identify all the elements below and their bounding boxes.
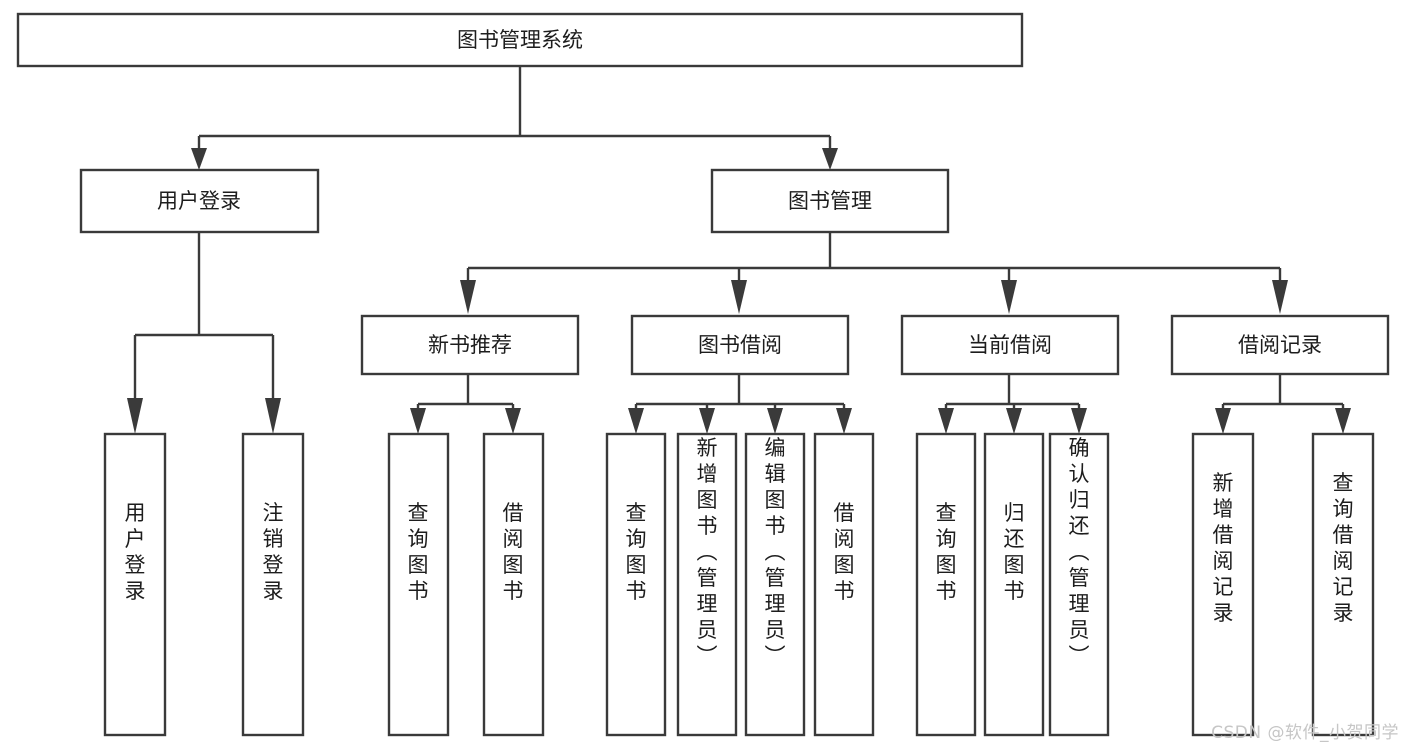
leaf-new-book-1[interactable]: 查询图书 [387,432,450,737]
leaf-book-borrow-1-box[interactable] [605,432,667,737]
arrow-head-nbr-leaf-1 [410,408,426,434]
leaf-book-borrow-3-label: 编辑图书︵管理员︶ [765,436,786,668]
leaf-user-login-2-label: 注销登录 [263,501,284,603]
arrow-head-bb-leaf-4 [836,408,852,434]
node-borrow-record-label: 借阅记录 [1238,333,1322,357]
leaf-new-book-2-box[interactable] [482,432,545,737]
arrow-head-user-login [191,148,207,170]
leaf-current-borrow-1[interactable]: 查询图书 [915,432,977,737]
arrow-head-bb-leaf-3 [767,408,783,434]
leaf-book-borrow-3[interactable]: 编辑图书︵管理员︶ [744,432,806,737]
arrow-head-nbr-leaf-2 [505,408,521,434]
node-book-management-box[interactable] [710,168,950,234]
node-book-management-label: 图书管理 [788,189,872,213]
leaf-current-borrow-2-label: 归还图书 [1004,501,1025,603]
node-root-box[interactable] [16,12,1024,68]
leaf-current-borrow-2[interactable]: 归还图书 [983,432,1045,737]
leaf-current-borrow-3[interactable]: 确认归还︵管理员︶ [1048,432,1110,737]
leaf-current-borrow-1-box[interactable] [915,432,977,737]
leaf-book-borrow-1-label: 查询图书 [626,501,647,603]
node-user-login[interactable]: 用户登录 [79,168,320,234]
node-user-login-box[interactable] [79,168,320,234]
arrow-head-ul-leaf-2 [265,398,281,434]
leaf-new-book-1-box[interactable] [387,432,450,737]
arrow-head-current-borrow [1001,280,1017,314]
leaf-book-borrow-4-label: 借阅图书 [834,501,855,603]
node-borrow-record[interactable]: 借阅记录 [1170,314,1390,376]
node-current-borrow[interactable]: 当前借阅 [900,314,1120,376]
arrow-head-book-mgmt [822,148,838,170]
leaf-current-borrow-3-box[interactable] [1048,432,1110,737]
leaf-user-login-2-box[interactable] [241,432,305,737]
leaf-user-login-1-label: 用户登录 [125,501,146,603]
node-book-management[interactable]: 图书管理 [710,168,950,234]
leaf-new-book-1-label: 查询图书 [408,501,429,603]
leaf-current-borrow-3-label: 确认归还︵管理员︶ [1069,436,1090,668]
leaf-book-borrow-4[interactable]: 借阅图书 [813,432,875,737]
arrow-head-borrow-record [1272,280,1288,314]
arrow-head-bb-leaf-1 [628,408,644,434]
node-new-book-recommend-box[interactable] [360,314,580,376]
leaf-current-borrow-1-label: 查询图书 [936,501,957,603]
leaf-user-login-2[interactable]: 注销登录 [241,432,305,737]
arrow-head-cb-leaf-3 [1071,408,1087,434]
arrow-head-bb-leaf-2 [699,408,715,434]
leaf-borrow-record-1[interactable]: 新增借阅记录 [1191,432,1255,737]
node-new-book-recommend-label: 新书推荐 [428,333,512,357]
node-user-login-label: 用户登录 [157,189,241,213]
leaf-new-book-2-label: 借阅图书 [503,501,524,603]
node-current-borrow-box[interactable] [900,314,1120,376]
arrow-head-new-book [460,280,476,314]
leaf-book-borrow-3-box[interactable] [744,432,806,737]
leaf-book-borrow-2[interactable]: 新增图书︵管理员︶ [676,432,738,737]
leaf-borrow-record-2[interactable]: 查询借阅记录 [1311,432,1375,737]
arrow-head-cb-leaf-2 [1006,408,1022,434]
leaf-borrow-record-1-label: 新增借阅记录 [1213,471,1234,625]
node-root[interactable]: 图书管理系统 [16,12,1024,68]
leaf-borrow-record-1-box[interactable] [1191,432,1255,737]
leaf-borrow-record-2-label: 查询借阅记录 [1333,471,1354,625]
node-current-borrow-label: 当前借阅 [968,333,1052,357]
leaf-borrow-record-2-box[interactable] [1311,432,1375,737]
node-borrow-record-box[interactable] [1170,314,1390,376]
arrow-head-br-leaf-1 [1215,408,1231,434]
arrow-head-book-borrow [731,280,747,314]
leaf-user-login-1[interactable]: 用户登录 [103,432,167,737]
leaf-new-book-2[interactable]: 借阅图书 [482,432,545,737]
leaf-book-borrow-4-box[interactable] [813,432,875,737]
arrow-head-cb-leaf-1 [938,408,954,434]
arrow-head-ul-leaf-1 [127,398,143,434]
leaf-book-borrow-1[interactable]: 查询图书 [605,432,667,737]
leaf-user-login-1-box[interactable] [103,432,167,737]
node-root-label: 图书管理系统 [457,28,583,52]
leaf-book-borrow-2-box[interactable] [676,432,738,737]
leaf-current-borrow-2-box[interactable] [983,432,1045,737]
arrow-head-br-leaf-2 [1335,408,1351,434]
connectors-group [127,66,1351,434]
node-book-borrow-box[interactable] [630,314,850,376]
node-book-borrow-label: 图书借阅 [698,333,782,357]
node-book-borrow[interactable]: 图书借阅 [630,314,850,376]
node-new-book-recommend[interactable]: 新书推荐 [360,314,580,376]
csdn-watermark: CSDN @软件_小贺同学 [1211,723,1399,743]
leaf-book-borrow-2-label: 新增图书︵管理员︶ [697,436,718,668]
